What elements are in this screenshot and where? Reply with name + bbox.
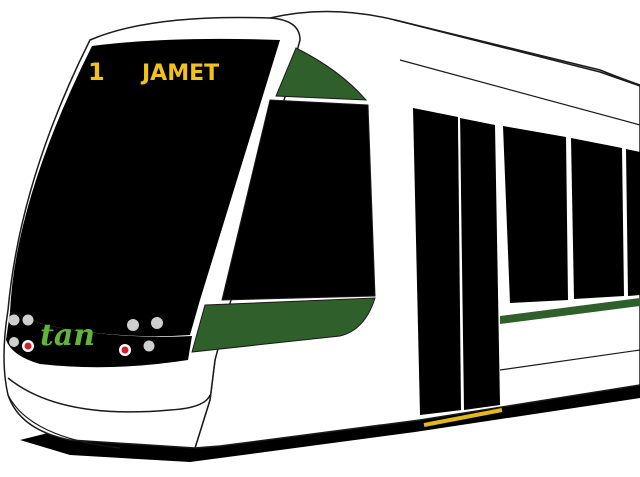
bumper-edge: [7, 394, 121, 449]
destination-sign: JAMET: [140, 61, 219, 86]
passenger-window-1: [503, 126, 568, 303]
lower-green-panel: [191, 297, 376, 353]
door-left: [413, 108, 462, 415]
front-lower-panel: [6, 312, 192, 368]
headlight-right-3: [143, 340, 155, 352]
headlight-left-1: [8, 314, 20, 326]
headlight-right-1: [127, 319, 139, 331]
headlight-left-3: [9, 337, 19, 347]
bumper-curve: [7, 377, 211, 413]
headlight-right-2: [151, 317, 163, 329]
door-right: [460, 118, 500, 410]
roof-edge: [399, 59, 640, 126]
operator-logo: tan: [40, 318, 95, 353]
skirt-line: [499, 349, 640, 371]
windscreen: [10, 38, 280, 337]
cab-side-window: [221, 99, 376, 301]
side-green-stripe: [500, 298, 640, 324]
roof-line: [394, 19, 640, 87]
passenger-window-2: [571, 138, 624, 299]
door-split: [458, 116, 463, 411]
upper-green-panel: [275, 47, 368, 101]
door-step: [423, 408, 503, 427]
route-number: 1: [88, 58, 105, 86]
tail-light-left: [24, 342, 32, 350]
tail-light-right: [121, 346, 129, 354]
headlight-left-2: [22, 314, 34, 326]
passenger-window-3: [626, 149, 640, 296]
